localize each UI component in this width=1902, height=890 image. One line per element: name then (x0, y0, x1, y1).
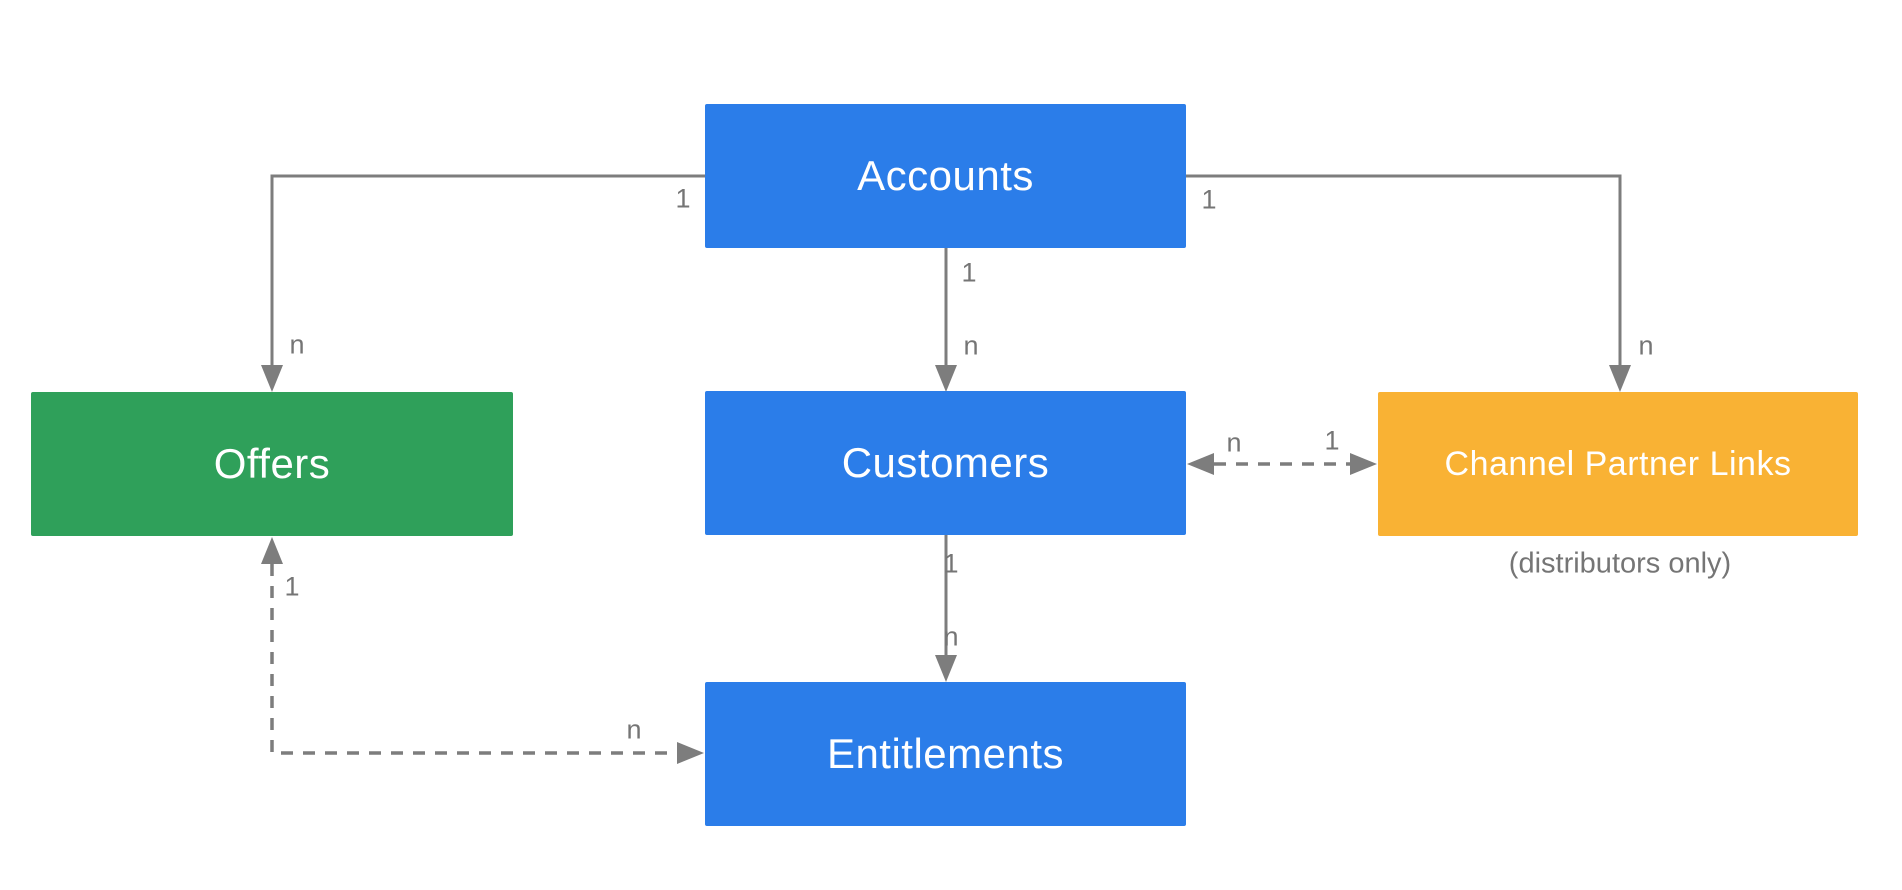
entity-customers: Customers (705, 391, 1186, 535)
arrowhead-entitlements-left-icon (677, 742, 704, 764)
cardinality-customers-entitlements-n: n (943, 621, 959, 652)
cardinality-customers-entitlements-one: 1 (943, 548, 959, 579)
connector-offers-entitlements (270, 564, 677, 755)
cardinality-accounts-offers-n: n (289, 329, 305, 360)
arrowhead-offers-top-icon (261, 365, 283, 392)
cardinality-offers-entitlements-one: 1 (284, 571, 300, 602)
cardinality-accounts-offers-one: 1 (675, 183, 691, 214)
arrowhead-offers-bottom-icon (261, 537, 283, 564)
arrowhead-customers-top-icon (935, 365, 957, 392)
arrowhead-channel-partner-links-left-icon (1350, 453, 1377, 475)
cardinality-offers-entitlements-n: n (626, 714, 642, 745)
cardinality-accounts-customers-n: n (963, 330, 979, 361)
arrowhead-entitlements-top-icon (935, 655, 957, 682)
entity-offers: Offers (31, 392, 513, 536)
entity-entitlements-label: Entitlements (826, 730, 1065, 777)
entity-accounts: Accounts (705, 104, 1186, 248)
entity-customers-label: Customers (841, 439, 1050, 486)
distributors-only-caption: (distributors only) (1508, 547, 1732, 580)
arrowhead-channel-partner-links-top-icon (1609, 365, 1631, 392)
cardinality-accounts-customers-one: 1 (961, 257, 977, 288)
cardinality-accounts-cpl-one: 1 (1201, 184, 1217, 215)
connector-accounts-offers (270, 174, 705, 365)
entity-offers-label: Offers (213, 440, 331, 487)
arrowhead-customers-right-icon (1187, 453, 1214, 475)
entity-channel-partner-links: Channel Partner Links (1378, 392, 1858, 536)
entity-entitlements: Entitlements (705, 682, 1186, 826)
cardinality-customers-cpl-one: 1 (1324, 425, 1340, 456)
cardinality-customers-cpl-n: n (1226, 427, 1242, 458)
cardinality-accounts-cpl-n: n (1638, 330, 1654, 361)
connector-accounts-channel-partner-links (1186, 174, 1622, 365)
entity-channel-partner-links-label: Channel Partner Links (1444, 444, 1792, 483)
entity-accounts-label: Accounts (857, 152, 1034, 199)
